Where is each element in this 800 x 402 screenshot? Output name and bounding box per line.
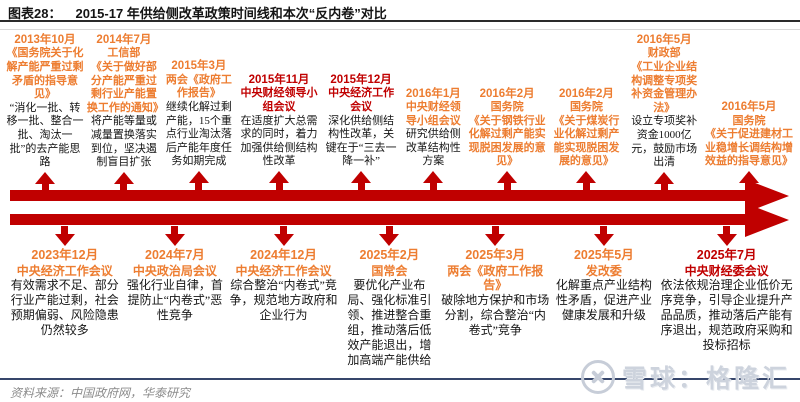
event-date: 2015年3月 xyxy=(171,60,227,73)
down-arrow-icon xyxy=(379,226,400,246)
event-body: 综合整治“内卷式”竞争，规范地方政府和企业行为 xyxy=(229,278,338,323)
event-date: 2016年5月 xyxy=(721,101,777,114)
event-body: 设立专项奖补资金1000亿元，鼓励市场出清 xyxy=(631,115,698,169)
event-head: 《国务院关于化解产能严重过剩矛盾的指导意见》 xyxy=(6,47,84,101)
event-head: 中央财经委会议 xyxy=(684,263,769,278)
top-events-row: 2013年10月《国务院关于化解产能严重过剩矛盾的指导意见》“消化一批、转移一批… xyxy=(6,33,794,191)
event-date: 2025年2月 xyxy=(359,248,420,262)
event-head: 工信部 《关于做好部分产能严重过剩行业产能置换工作的通知》 xyxy=(86,47,164,114)
event-head: 中央经济工作会议 xyxy=(328,87,395,113)
footer-divider xyxy=(0,378,800,380)
event-body: 强化行业自律，首提防止“内卷式”恶性竞争 xyxy=(126,278,223,323)
event-body: 将产能等量或减量置换落实到位，坚决遏制盲目扩张 xyxy=(90,115,157,169)
event-head: 国务院 《关于促进建材工业稳增长调结构增效益的指导意见》 xyxy=(705,114,794,168)
event-date: 2025年7月 xyxy=(696,248,757,262)
event-head: 两会《政府工作报告》 xyxy=(165,73,232,100)
up-arrow-icon xyxy=(35,171,55,191)
event-date: 2015年12月 xyxy=(330,74,392,86)
up-arrow-icon xyxy=(188,171,209,190)
event-head: 国务院 《关于钢铁行业化解过剩产能实现脱困发展的意见》 xyxy=(468,100,546,168)
down-arrow-icon xyxy=(54,226,75,246)
event-date: 2015年11月 xyxy=(248,74,310,86)
timeline-event-2023-12: 2023年12月中央经济工作会议有效需求不足、部分行业产能过剩，社会预期偏弱、风… xyxy=(8,226,121,376)
watermark-text: 雪球：格隆汇 xyxy=(621,365,790,393)
up-arrow-icon xyxy=(351,171,372,190)
event-date: 2025年5月 xyxy=(573,248,634,262)
timeline-event-2025-05: 2025年5月发改委化解重点产业结构性矛盾，促进产业健康发展和升级 xyxy=(554,226,654,376)
up-arrow-icon xyxy=(497,171,518,190)
timeline-event-2013-10: 2013年10月《国务院关于化解产能严重过剩矛盾的指导意见》“消化一批、转移一批… xyxy=(6,33,84,191)
event-body: 有效需求不足、部分行业产能过剩，社会预期偏弱、风险隐患仍然较多 xyxy=(10,278,119,337)
timeline-event-2025-07: 2025年7月中央财经委会议依法依规治理企业低价无序竞争，引导企业提升产品品质，… xyxy=(657,226,796,376)
event-body: 深化供给侧结构性改革，关键在于“三去一降一补” xyxy=(325,114,397,168)
event-body: 研究供给侧改革结构性方案 xyxy=(405,128,461,168)
event-body: 化解重点产业结构性矛盾，促进产业健康发展和升级 xyxy=(555,278,652,323)
timeline-event-2016-05-state-council: 2016年5月国务院 《关于促进建材工业稳增长调结构增效益的指导意见》 xyxy=(704,33,794,190)
up-arrow-icon xyxy=(654,171,675,191)
event-body: 依法依规治理企业低价无序竞争，引导企业提升产品品质，推动落后产能有序退出，规范政… xyxy=(660,278,793,352)
event-head: 中央财经领导小组会议 xyxy=(405,100,461,127)
event-body: 继续化解过剩产能，15个重点行业淘汰落后产能年度任务如期完成 xyxy=(165,100,232,168)
up-arrow-icon xyxy=(113,171,134,191)
xueqiu-snowball-logo-icon xyxy=(580,360,615,394)
timeline-event-2024-12: 2024年12月中央经济工作会议综合整治“内卷式”竞争，规范地方政府和企业行为 xyxy=(228,226,338,376)
timeline-event-2016-02-steel: 2016年2月国务院 《关于钢铁行业化解过剩产能实现脱困发展的意见》 xyxy=(469,33,546,190)
bottom-events-row: 2023年12月中央经济工作会议有效需求不足、部分行业产能过剩，社会预期偏弱、风… xyxy=(8,226,796,376)
event-body: “消化一批、转移一批、整合一批、淘汰一批”的去产能思路 xyxy=(6,101,84,169)
event-head: 中央经济工作会议 xyxy=(235,263,332,278)
event-date: 2024年7月 xyxy=(145,248,205,262)
timeline-event-2025-03: 2025年3月两会《政府工作报告》破除地方保护和市场分割，综合整治“内卷式”竞争 xyxy=(440,226,550,376)
event-head: 中央政治局会议 xyxy=(132,263,217,278)
event-body: 破除地方保护和市场分割，综合整治“内卷式”竞争 xyxy=(441,293,550,337)
timeline-event-2015-03: 2015年3月两会《政府工作报告》继续化解过剩产能，15个重点行业淘汰落后产能年… xyxy=(164,33,234,190)
event-date: 2025年3月 xyxy=(465,248,526,262)
down-arrow-icon xyxy=(716,226,737,246)
event-date: 2016年2月 xyxy=(558,87,614,100)
source-note: 资料来源：中国政府网，华泰研究 xyxy=(10,386,191,400)
event-date: 2024年12月 xyxy=(250,248,317,262)
figure-number: 图表28： xyxy=(8,6,62,21)
timeline-event-2015-11: 2015年11月中央财经领导小组会议在适度扩大总需求的同时，着力加强供给侧结构性… xyxy=(237,33,321,190)
event-head: 国常会 xyxy=(371,263,408,278)
up-arrow-icon xyxy=(576,171,597,190)
timeline-event-2016-01: 2016年1月中央财经领导小组会议研究供给侧改革结构性方案 xyxy=(401,33,466,190)
event-body: 在适度扩大总需求的同时，着力加强供给侧结构性改革 xyxy=(240,114,318,168)
timeline-bar-lower-right-arrow xyxy=(10,214,745,225)
timeline-event-2016-02-coal: 2016年2月国务院 《关于煤炭行业化解过剩产能实现脱困发展的意见》 xyxy=(549,33,625,190)
title-divider xyxy=(0,29,800,30)
event-date: 2016年2月 xyxy=(479,87,535,100)
event-date: 2013年10月 xyxy=(14,34,76,46)
up-arrow-icon xyxy=(269,171,290,190)
event-head: 中央经济工作会议 xyxy=(16,263,113,278)
event-date: 2016年1月 xyxy=(405,87,461,100)
timeline-event-2014-07: 2014年7月工信部 《关于做好部分产能严重过剩行业产能置换工作的通知》将产能等… xyxy=(86,33,164,191)
down-arrow-icon xyxy=(164,226,185,246)
event-date: 2014年7月 xyxy=(96,34,152,46)
timeline-bar-upper-right-arrow xyxy=(10,190,745,201)
event-head: 财政部 《工业企业结构调整专项奖补资金管理办法》 xyxy=(631,47,698,114)
down-arrow-icon xyxy=(485,226,506,246)
timeline-event-2024-07: 2024年7月中央政治局会议强化行业自律，首提防止“内卷式”恶性竞争 xyxy=(125,226,225,376)
down-arrow-icon xyxy=(593,226,614,246)
event-date: 2023年12月 xyxy=(31,248,99,262)
event-body: 要优化产业布局、强化标准引领、推进整合重组，推动落后低效产能退出，增加高端产能供… xyxy=(347,278,432,367)
event-head: 发改委 xyxy=(585,263,622,278)
up-arrow-icon xyxy=(423,171,444,190)
timeline-event-2015-12: 2015年12月中央经济工作会议深化供给侧结构性改革，关键在于“三去一降一补” xyxy=(324,33,398,190)
watermark: 雪球：格隆汇 xyxy=(580,359,790,395)
timeline-event-2025-02: 2025年2月国常会要优化产业布局、强化标准引领、推进整合重组，推动落后低效产能… xyxy=(342,226,437,376)
timeline-event-2016-05-mof: 2016年5月财政部 《工业企业结构调整专项奖补资金管理办法》设立专项奖补资金1… xyxy=(627,33,701,191)
chart-title: 图表28： 2015-17 年供给侧改革政策时间线和本次“反内卷”对比 xyxy=(0,0,800,22)
event-head: 中央财经领导小组会议 xyxy=(240,87,318,113)
figure-title-text: 2015-17 年供给侧改革政策时间线和本次“反内卷”对比 xyxy=(75,6,387,21)
event-date: 2016年5月 xyxy=(636,34,692,46)
event-head: 国务院 《关于煤炭行业化解过剩产能实现脱困发展的意见》 xyxy=(553,100,620,168)
down-arrow-icon xyxy=(273,226,294,246)
event-head: 两会《政府工作报告》 xyxy=(447,263,544,293)
